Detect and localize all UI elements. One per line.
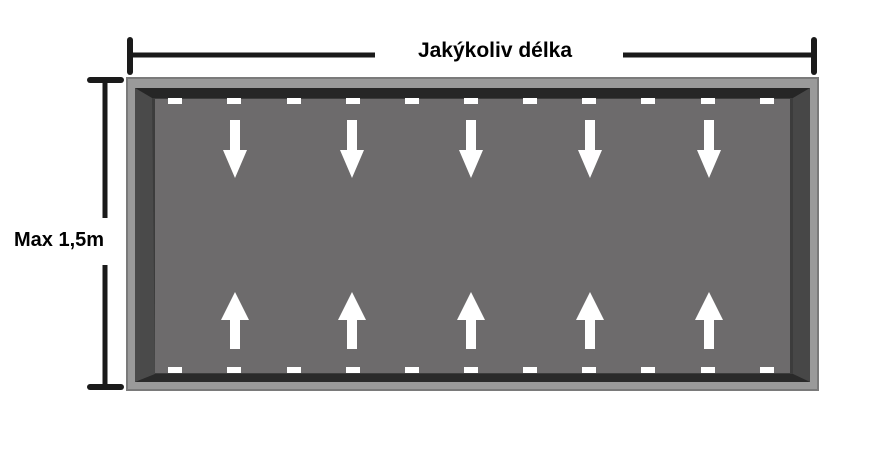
top-clips (168, 98, 774, 104)
top-clip (287, 98, 301, 104)
bottom-clip (168, 367, 182, 373)
bottom-clip (641, 367, 655, 373)
bottom-clip (464, 367, 478, 373)
frame-bevel-top (135, 88, 810, 98)
bottom-clip (523, 367, 537, 373)
top-clip (760, 98, 774, 104)
arrow-down-icon (697, 120, 721, 178)
arrow-up-icon (576, 292, 604, 349)
top-clip (523, 98, 537, 104)
height-dimension (87, 77, 124, 390)
frame-bevel-right (793, 88, 810, 382)
bottom-clip (701, 367, 715, 373)
bottom-clip (582, 367, 596, 373)
arrow-up-icon (221, 292, 249, 349)
height-label: Max 1,5m (14, 229, 105, 251)
frame-bevel-bottom (135, 374, 810, 382)
top-clip (168, 98, 182, 104)
bottom-clip (227, 367, 241, 373)
down-arrows (223, 120, 721, 178)
arrow-down-icon (578, 120, 602, 178)
top-clip (701, 98, 715, 104)
top-clip (227, 98, 241, 104)
top-clip (582, 98, 596, 104)
frame-bevel-left (135, 88, 155, 382)
arrow-down-icon (223, 120, 247, 178)
arrow-up-icon (695, 292, 723, 349)
bottom-clip (405, 367, 419, 373)
bottom-clip (346, 367, 360, 373)
top-clip (464, 98, 478, 104)
length-dimension (127, 37, 817, 75)
arrow-down-icon (459, 120, 483, 178)
length-label: Jakýkoliv délka (417, 39, 573, 62)
arrow-down-icon (340, 120, 364, 178)
bottom-clips (168, 367, 774, 373)
up-arrows (221, 292, 723, 349)
bottom-clip (287, 367, 301, 373)
top-clip (405, 98, 419, 104)
arrow-up-icon (338, 292, 366, 349)
top-clip (346, 98, 360, 104)
arrow-up-icon (457, 292, 485, 349)
top-clip (641, 98, 655, 104)
bottom-clip (760, 367, 774, 373)
